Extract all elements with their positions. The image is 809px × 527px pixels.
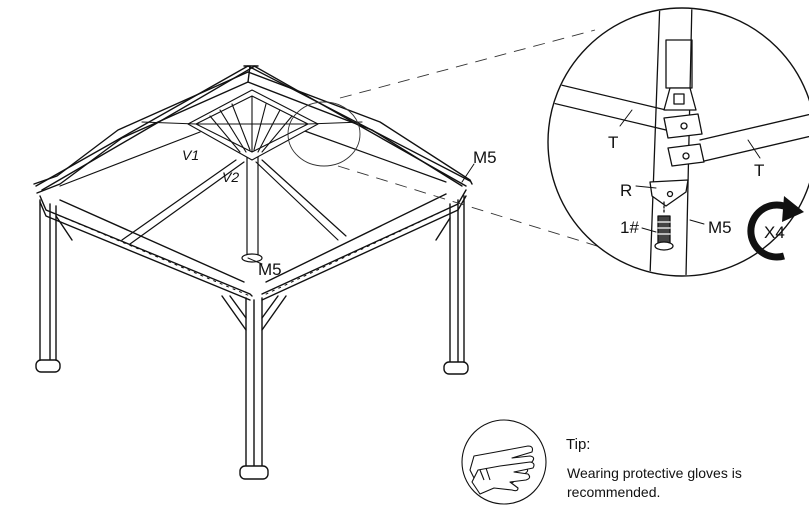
label-v1: V1 xyxy=(182,147,199,163)
leader-lines xyxy=(247,163,475,265)
corner-posts xyxy=(35,195,469,480)
vent-cap xyxy=(141,89,363,161)
magnified-bolt-detail-icon xyxy=(547,7,809,277)
label-m5-right: M5 xyxy=(473,148,497,167)
label-detail-t-right: T xyxy=(754,161,764,180)
tip-text: Wearing protective gloves is recommended… xyxy=(567,465,742,500)
label-detail-r: R xyxy=(620,181,632,200)
hip-rafters xyxy=(35,65,471,191)
gloves-icon xyxy=(461,419,547,505)
rotate-arrow-icon xyxy=(747,196,804,261)
gazebo-frame-icon xyxy=(33,65,475,480)
label-m5-center: M5 xyxy=(258,260,282,279)
label-detail-t-left: T xyxy=(608,133,618,152)
frame-beams xyxy=(39,189,467,301)
back-post xyxy=(241,149,263,263)
label-detail-m5: M5 xyxy=(708,218,732,237)
callout xyxy=(287,29,611,251)
label-detail-1: 1# xyxy=(620,218,639,237)
label-repeat: X4 xyxy=(764,223,785,242)
tip-title: Tip: xyxy=(566,436,591,453)
front-rafters xyxy=(59,129,447,245)
label-v2: V2 xyxy=(222,169,239,185)
